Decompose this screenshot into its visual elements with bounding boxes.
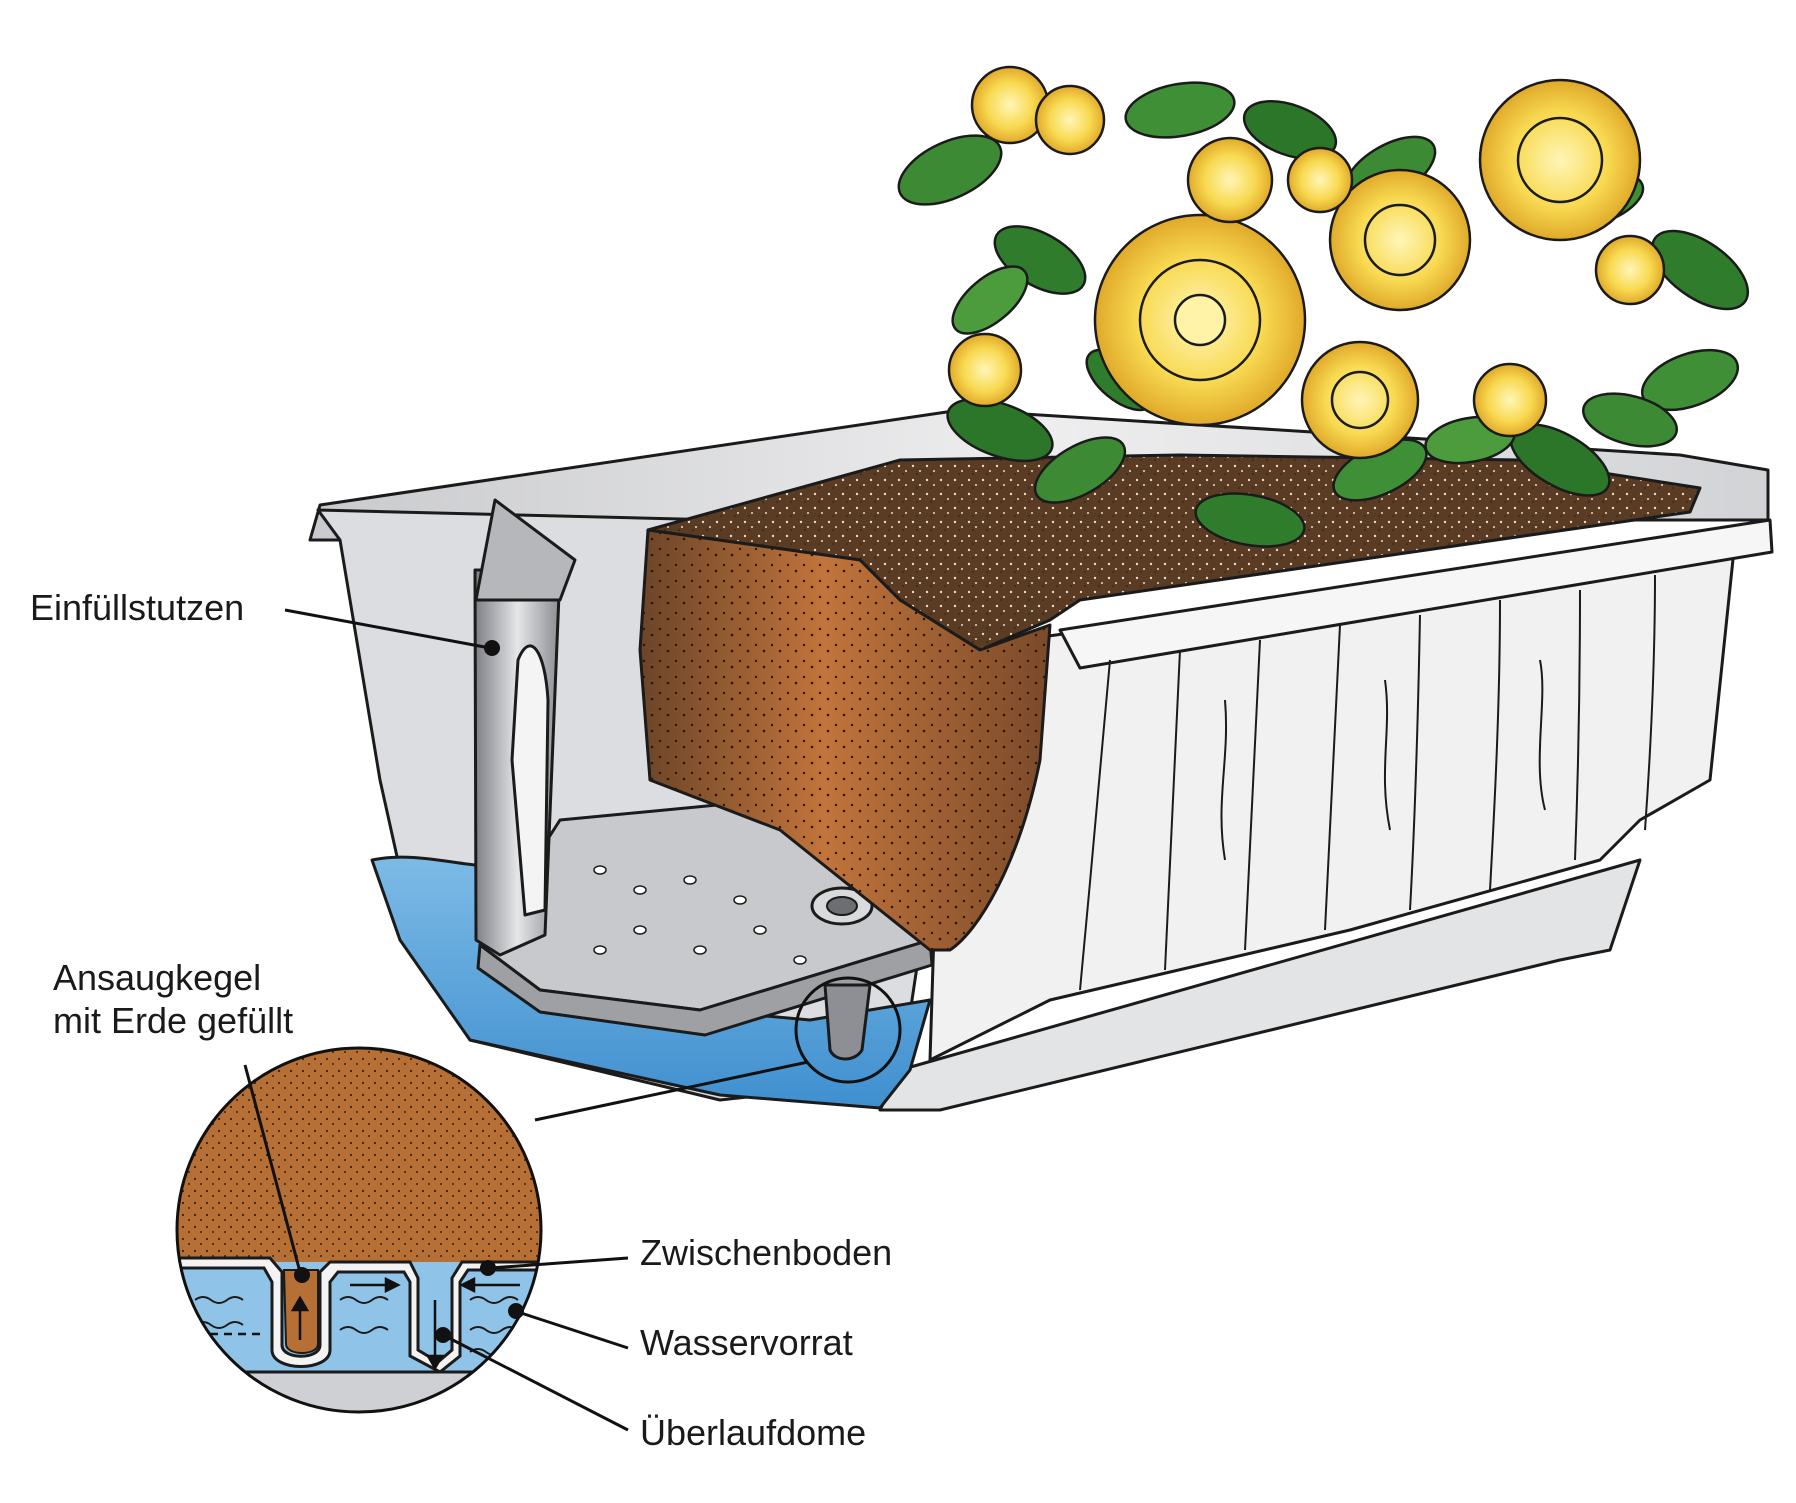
label-ueberlaufdome: Überlaufdome xyxy=(640,1412,866,1453)
planter-front-wall xyxy=(928,538,1737,1062)
flower-bud-6 xyxy=(1594,234,1666,306)
intermediate-floor-edge xyxy=(476,938,934,1037)
label-wasservorrat: Wasservorrat xyxy=(640,1322,853,1363)
leader-wasservorrat xyxy=(517,1310,629,1350)
planter-rim xyxy=(1058,518,1774,670)
flower-bud-3 xyxy=(947,332,1023,408)
detail-connector-line xyxy=(534,1060,809,1122)
filling-funnel-top xyxy=(474,498,577,602)
leader-einfuellstutzen xyxy=(284,608,491,650)
label-einfuellstutzen: Einfüllstutzen xyxy=(30,587,244,628)
flower-right xyxy=(1478,78,1642,242)
flower-bud-5 xyxy=(1472,362,1548,438)
filling-funnel-slot xyxy=(510,644,550,917)
floor-holes xyxy=(593,865,807,965)
detail-marker-circle xyxy=(794,976,902,1084)
flowers xyxy=(947,65,1666,460)
plant xyxy=(897,65,1750,548)
planter-bottom xyxy=(878,858,1642,1112)
detail-soil xyxy=(177,1048,541,1262)
soil xyxy=(638,453,1702,952)
label-zwischenboden: Zwischenboden xyxy=(640,1232,892,1273)
flower-bud-7 xyxy=(1286,146,1354,214)
flower-mid xyxy=(1328,168,1472,312)
wood-grain xyxy=(1079,574,1656,991)
leader-ansaugkegel xyxy=(243,1064,302,1273)
label-ansaugkegel-line1: Ansaugkegel xyxy=(53,957,261,998)
flower-lower xyxy=(1300,340,1420,460)
flower-bud-4 xyxy=(1186,136,1274,224)
suction-cone xyxy=(823,983,872,1061)
label-ansaugkegel-line2: mit Erde gefüllt xyxy=(53,1000,293,1041)
callouts: Einfüllstutzen Ansaugkegel mit Erde gefü… xyxy=(30,587,892,1453)
detail-flow-arrows xyxy=(210,1276,520,1371)
detail-circle-border xyxy=(175,1046,543,1414)
detail-floor-profile xyxy=(177,1256,541,1374)
flower-bud-2 xyxy=(1034,84,1106,156)
flower-bud-1 xyxy=(970,65,1050,145)
leader-zwischenboden xyxy=(489,1256,629,1270)
leader-ueberlaufdome xyxy=(444,1334,629,1432)
